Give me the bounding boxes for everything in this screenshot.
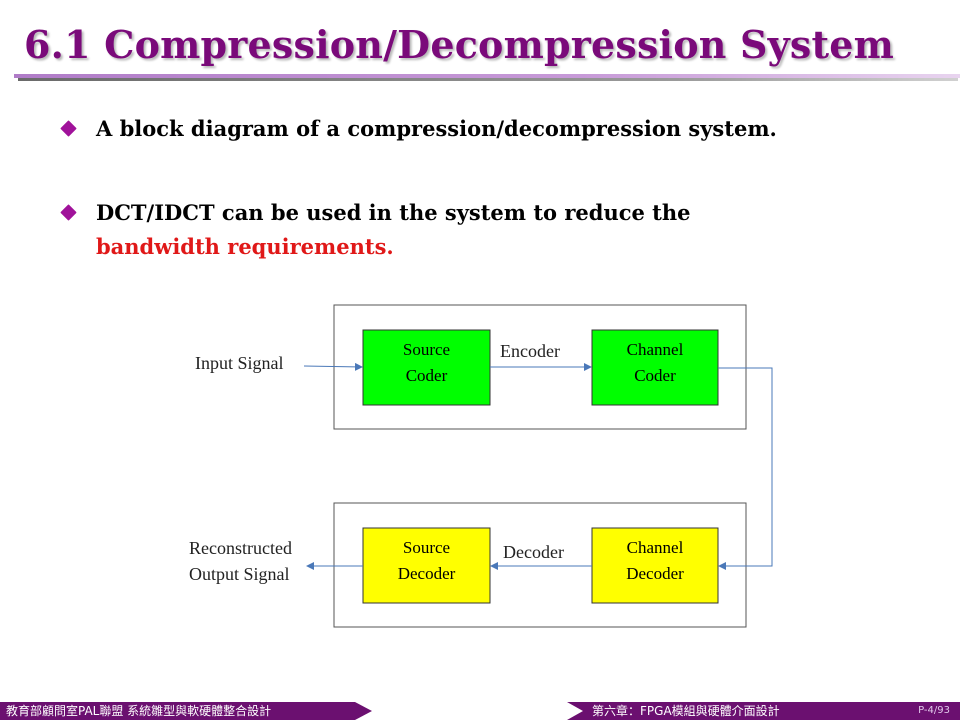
- output-signal-label-line2: Output Signal: [189, 564, 290, 584]
- source-decoder-block: Source Decoder: [362, 527, 491, 604]
- title-underline: [14, 74, 960, 78]
- encoder-label: Encoder: [500, 341, 560, 361]
- channel-loop-arrow: [718, 367, 773, 570]
- input-signal-label: Input Signal: [195, 353, 284, 373]
- channel-decoder-label-line1: Channel: [627, 538, 684, 557]
- bullet-text-2-highlight: bandwidth requirements.: [96, 234, 394, 259]
- bullet-text-1: A block diagram of a compression/decompr…: [96, 116, 777, 141]
- input-to-source-coder-arrow: [303, 362, 363, 371]
- channel-decoder-block: Channel Decoder: [591, 527, 719, 604]
- bullet-text-2-main: DCT/IDCT can be used in the system to re…: [96, 200, 691, 225]
- channel-coder-rect: [591, 329, 719, 406]
- footer-left-banner: [0, 702, 372, 720]
- footer-right-banner: [567, 702, 960, 720]
- title-underline-shadow: [18, 78, 958, 81]
- source-decoder-label-line1: Source: [403, 538, 450, 557]
- source-coder-rect: [362, 329, 491, 406]
- bullet-item-1: A block diagram of a compression/decompr…: [60, 112, 822, 146]
- source-decoder-label-line2: Decoder: [398, 564, 456, 583]
- channel-coder-label-line1: Channel: [627, 340, 684, 359]
- channel-decoder-label-line2: Decoder: [626, 564, 684, 583]
- footer-right-text: 第六章：FPGA模組與硬體介面設計: [592, 704, 780, 718]
- source-coder-block: Source Coder: [362, 329, 491, 406]
- title-bar: 6.1 Compression/Decompression System: [0, 0, 960, 84]
- slide-title: 6.1 Compression/Decompression System: [24, 22, 895, 67]
- decoder-group-frame: [333, 502, 747, 628]
- source-decoder-rect: [362, 527, 491, 604]
- source-coder-label-line2: Coder: [406, 366, 448, 385]
- bullet-text-2: DCT/IDCT can be used in the system to re…: [96, 196, 822, 264]
- bullet-item-2: DCT/IDCT can be used in the system to re…: [60, 196, 822, 264]
- channel-decoder-rect: [591, 527, 719, 604]
- source-coder-label-line1: Source: [403, 340, 450, 359]
- page-number: P-4/93: [918, 705, 950, 716]
- channel-coder-block: Channel Coder: [591, 329, 719, 406]
- output-signal-label-line1: Reconstructed: [189, 538, 292, 558]
- decoder-label: Decoder: [503, 542, 564, 562]
- channel-coder-label-line2: Coder: [634, 366, 676, 385]
- footer-left-text: 教育部顧問室PAL聯盟 系統雛型與軟硬體整合設計: [6, 704, 272, 718]
